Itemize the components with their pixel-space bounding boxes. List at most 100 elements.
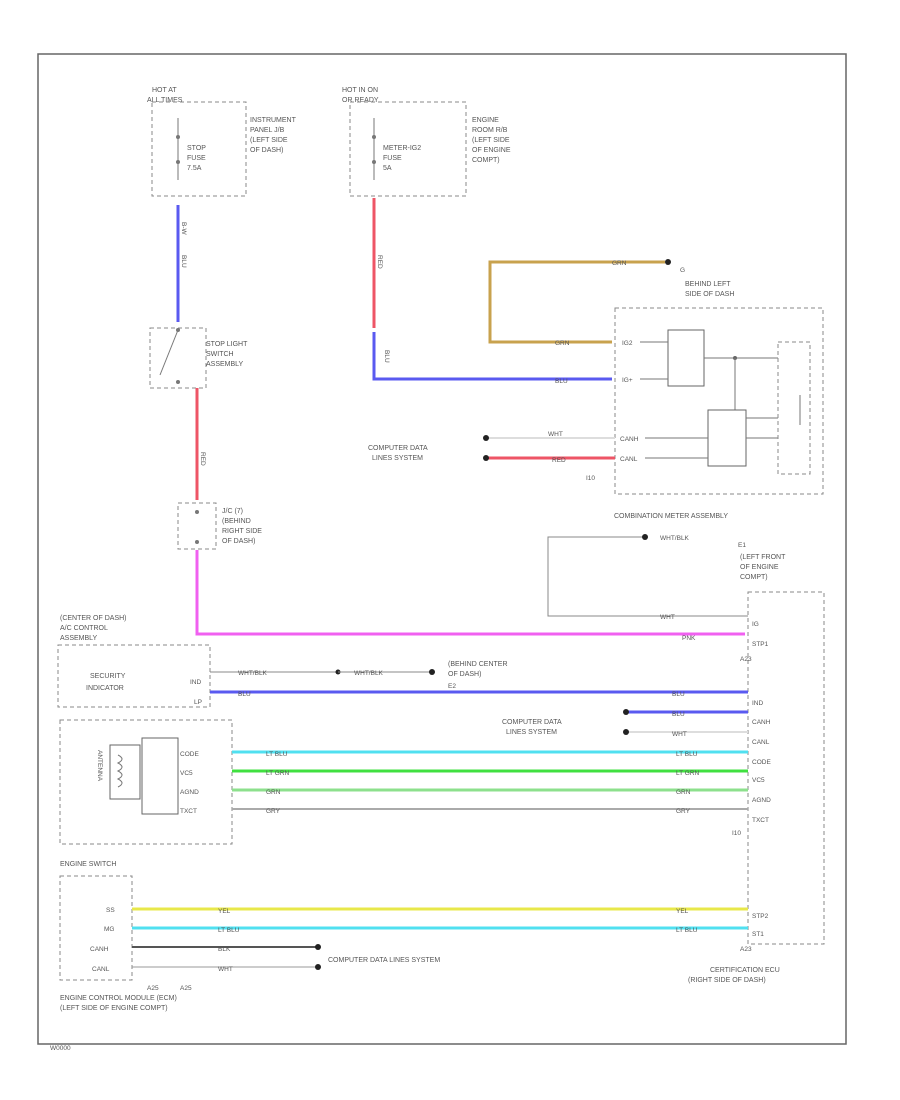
ground-behind-left-line2: SIDE OF DASH: [685, 291, 734, 298]
meter-connector: I10: [586, 475, 595, 482]
ground-connector-behind-left: [665, 259, 671, 265]
meter-fuse-terminal-b: [372, 160, 376, 164]
combination-meter-name: COMBINATION METER ASSEMBLY: [614, 513, 728, 520]
certification-ecu-box: [747, 591, 825, 945]
wire-label-ltblu-st1-left: LT BLU: [218, 927, 240, 934]
ground-behind-left-line1: BEHIND LEFT: [685, 281, 731, 288]
ecu-ground-connector: [642, 534, 648, 540]
jc-terminal-b: [195, 540, 199, 544]
ground-center-line1: (BEHIND CENTER: [448, 661, 508, 668]
ac-control-line2: A/C CONTROL: [60, 625, 108, 632]
wire-label-wht-blk-ind: WHT/BLK: [238, 670, 268, 677]
meter-canh-arrow: [483, 435, 489, 441]
panel-jb-line1: INSTRUMENT: [250, 117, 297, 124]
wire-blu-meter: [372, 332, 612, 381]
wire-label-ltblu-code-right: LT BLU: [676, 751, 698, 758]
ac-control-box: [57, 644, 211, 708]
cert-pin-code: CODE: [752, 759, 771, 766]
es-pin-ss: SS: [106, 907, 115, 914]
antenna-module: [141, 737, 179, 815]
cert-comp-data-line1: COMPUTER DATA: [502, 719, 562, 726]
ground-center-line2: OF DASH): [448, 671, 481, 678]
es-canl-arrow: [315, 964, 321, 970]
diagram-frame: [37, 53, 847, 1045]
wire-label-grn-bottom: GRN: [555, 340, 570, 347]
meter-fuse-rating: 5A: [383, 165, 392, 172]
stop-switch-blade: [159, 329, 179, 376]
security-line1: SECURITY: [90, 673, 126, 680]
wire-label-blu-lp-right: BLU: [672, 691, 685, 698]
wire-label-grn-top: GRN: [612, 260, 627, 267]
antenna-coil-housing: [109, 744, 141, 800]
stop-switch-line1: STOP LIGHT: [206, 341, 248, 348]
wire-label-wht-cert-canl: WHT: [672, 731, 687, 738]
stop-switch-line2: SWITCH: [206, 351, 234, 358]
antenna-pin-txct: TXCT: [180, 808, 197, 815]
ground-marker-g: G: [680, 267, 685, 274]
stop-fuse-rating: 7.5A: [187, 165, 202, 172]
es-pin-canl: CANL: [92, 966, 110, 973]
wire-label-gry-txct-right: GRY: [676, 808, 691, 815]
wire-label-yel-left: YEL: [218, 908, 231, 915]
cert-pin-ind: IND: [752, 700, 764, 707]
wire-label-blu-lp-left: BLU: [238, 691, 251, 698]
wire-label-wht-blk-ecu: WHT/BLK: [660, 535, 690, 542]
cert-name: CERTIFICATION ECU: [710, 967, 780, 974]
meter-comp-data-line1: COMPUTER DATA: [368, 445, 428, 452]
cert-canh-arrow: [623, 709, 629, 715]
wire-label-ltgrn-vc5-left: LT GRN: [266, 770, 290, 777]
meter-fuse-word: FUSE: [383, 155, 402, 162]
jc-line2: (BEHIND: [222, 518, 251, 525]
cert-canl-arrow: [623, 729, 629, 735]
wire-label-red-stop: RED: [199, 452, 206, 466]
room-rb-line2: ROOM R/B: [472, 127, 508, 134]
meter-fuse-terminal-a: [372, 135, 376, 139]
wire-tan-ig2: [488, 260, 665, 344]
cert-pin-canl: CANL: [752, 739, 770, 746]
cert-pin-ig: IG: [752, 621, 759, 628]
cert-location-line2: OF ENGINE: [740, 564, 779, 571]
jc-line3: RIGHT SIDE: [222, 528, 262, 535]
panel-jb-line3: (LEFT SIDE: [250, 137, 288, 144]
ecm-name: ENGINE CONTROL MODULE (ECM): [60, 995, 177, 1002]
hot-in-on-label: HOT IN ON: [342, 87, 378, 94]
cert-connector-a23-lower: A23: [740, 946, 752, 953]
meter-pin-igplus: IG+: [622, 377, 633, 384]
antenna-pin-code: CODE: [180, 751, 199, 758]
wire-label-blk-es: BLK: [218, 946, 231, 953]
es-canh-arrow: [315, 944, 321, 950]
security-pin-ind: IND: [190, 679, 202, 686]
stop-switch-contact: [176, 380, 180, 384]
wire-label-wht-ecu: WHT: [660, 614, 675, 621]
wire-label-wht-meter: WHT: [548, 431, 563, 438]
antenna-coil: [116, 754, 123, 788]
ground-marker-e2: E2: [448, 683, 456, 690]
cert-pin-vc5: VC5: [752, 777, 765, 784]
wire-label-blu-stop: BLU: [180, 255, 187, 268]
security-pin-lp: LP: [194, 699, 202, 706]
cert-location: (RIGHT SIDE OF DASH): [688, 977, 766, 984]
all-times-label: ALL TIMES: [147, 97, 183, 104]
jc-line1: J/C (7): [222, 508, 243, 515]
cert-pin-agnd: AGND: [752, 797, 771, 804]
stop-switch-line3: ASSEMBLY: [206, 361, 244, 368]
ecm-connector-a: A25: [147, 985, 159, 992]
cert-connector-i10: I10: [732, 830, 741, 837]
meter-comp-data-line2: LINES SYSTEM: [372, 455, 423, 462]
meter-fuse-name: METER-IG2: [383, 145, 421, 152]
security-line2: INDICATOR: [86, 685, 124, 692]
meter-pin-canh: CANH: [620, 436, 639, 443]
wire-label-ltblu-st1-right: LT BLU: [676, 927, 698, 934]
cert-pin-canh: CANH: [752, 719, 771, 726]
fuse-terminal-a: [176, 135, 180, 139]
meter-indicator-box: [777, 341, 811, 475]
diagram-code: W0000: [50, 1045, 71, 1052]
wire-label-pnk: PNK: [682, 635, 696, 642]
wire-label-red-meter-canl: RED: [552, 457, 566, 464]
ecm-connector-b: A25: [180, 985, 192, 992]
wire-label-ltgrn-vc5-right: LT GRN: [676, 770, 700, 777]
cert-comp-data-line2: LINES SYSTEM: [506, 729, 557, 736]
wire-label-red-meter: RED: [376, 255, 383, 269]
cert-location-line3: COMPT): [740, 574, 768, 581]
wire-wht-blk-ig: [547, 536, 748, 617]
